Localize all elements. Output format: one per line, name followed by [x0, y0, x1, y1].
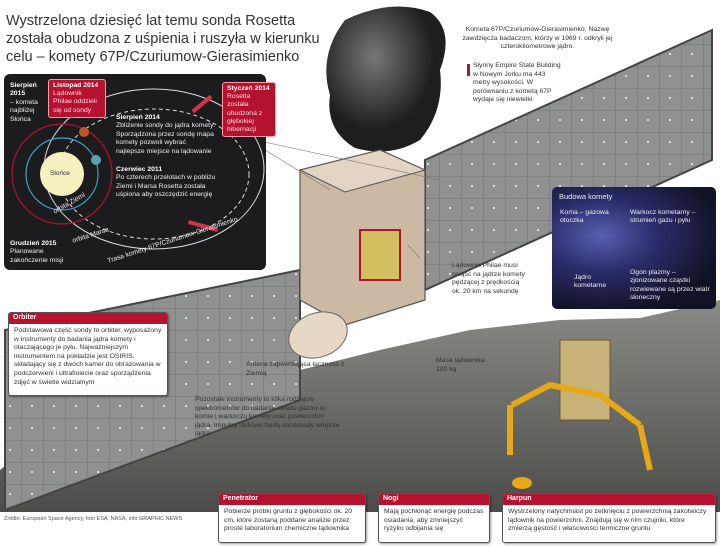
- rosetta-icon-jun2011: [187, 220, 219, 232]
- coma-label: Koma – gazowa otoczka: [560, 209, 609, 225]
- esb-comparison: Słynny Empire State Building w Nowym Jor…: [473, 62, 561, 104]
- penetrator-text: Pobierze próbki gruntu z głębokości ok. …: [224, 508, 353, 533]
- penetrator-title: Penetrator: [219, 494, 365, 505]
- page-title: Wystrzelona dziesięć lat temu sonda Rose…: [6, 13, 320, 65]
- earth-icon: [91, 155, 101, 165]
- event-aug2015: Sierpień 2015– kometa najbliżej Słońca: [10, 82, 38, 123]
- philae-lander: [559, 339, 611, 421]
- sun-label: Słońce: [50, 170, 70, 177]
- tail-label: Warkocz kometarny – strumień gazu i pyłu: [630, 209, 696, 225]
- antenna-dish: [288, 311, 348, 359]
- earth-orbit: [25, 137, 99, 211]
- plasma-tail-label: Ogon plazmy – zjonizowane cząstki rozwie…: [630, 269, 710, 302]
- comet-description: Kometa 67P/Czuriumow-Gierasimienko. Nazw…: [462, 26, 613, 51]
- source-credit: Źródło: European Space Agency, foto ESA,…: [4, 516, 183, 522]
- mars-icon: [79, 127, 89, 137]
- empire-state-building-icon: [467, 64, 470, 76]
- comet-67p-image: [326, 6, 446, 152]
- harpoon-title: Harpun: [503, 494, 715, 505]
- orbit-diagram: Słońce orbita Ziemi orbita Marsa Trasa k…: [4, 74, 276, 270]
- harpoon-box: Harpun Wystrzelony natychmiast po zetkni…: [502, 493, 716, 543]
- rosetta-icon-jan2014: [191, 94, 213, 114]
- nucleus-label: Jądro kometarne: [574, 274, 607, 290]
- comet-surface: [0, 300, 720, 512]
- instruments-note: Pozostałe instrumenty to kilka rodzajów …: [195, 396, 340, 438]
- harpoon-icon: [512, 477, 532, 489]
- philae-note: Lądownik Philae musi osiąść na jądrze ko…: [452, 262, 525, 295]
- harpoon-text: Wystrzelony natychmiast po zetknięciu z …: [508, 508, 707, 533]
- penetrator-box: Penetrator Pobierze próbki gruntu z głęb…: [218, 493, 366, 543]
- legs-title: Nogi: [379, 494, 489, 505]
- lander-legs: [507, 381, 653, 471]
- comet-structure-panel: Budowa komety Koma – gazowa otoczka Wark…: [552, 187, 716, 309]
- sun-icon: [40, 152, 84, 196]
- legs-text: Mają pochłonąć energię podczas osiadania…: [384, 508, 484, 533]
- orbit-graphic: [11, 88, 265, 250]
- mars-orbit: [11, 123, 113, 225]
- lander-mass-note: Masa lądownika 100 kg: [436, 357, 485, 373]
- comet-structure-title: Budowa komety: [559, 192, 613, 201]
- orbiter-text: Podstawowa część sondy to orbiter, wypos…: [14, 327, 162, 386]
- antenna-note: Antena zapewniająca łączność z Ziemią: [246, 361, 345, 377]
- orbiter-title: Orbiter: [9, 313, 167, 324]
- orbiter-box: Orbiter Podstawowa część sondy to orbite…: [8, 312, 168, 396]
- legs-box: Nogi Mają pochłonąć energię podczas osia…: [378, 493, 490, 543]
